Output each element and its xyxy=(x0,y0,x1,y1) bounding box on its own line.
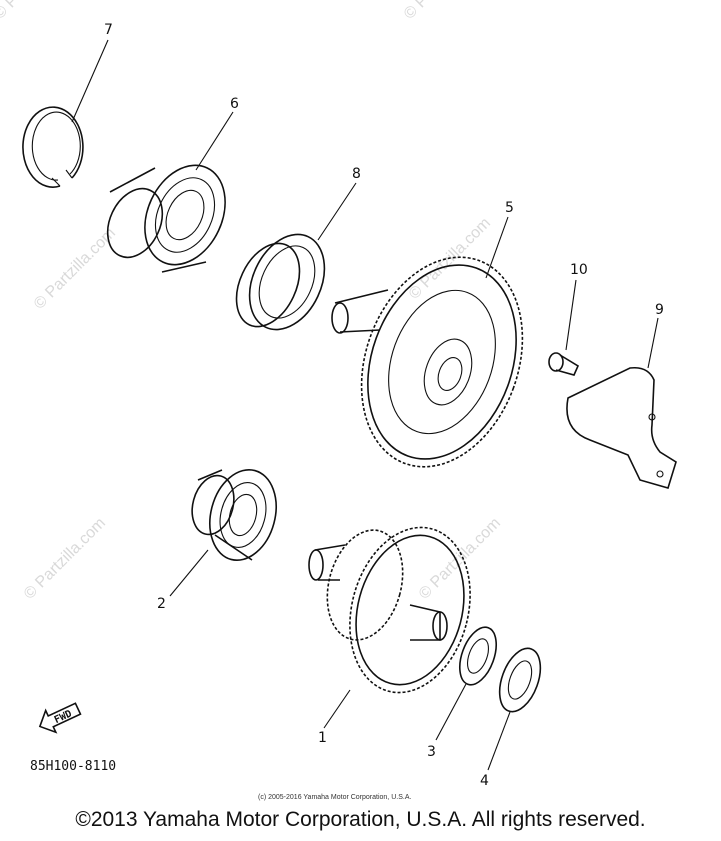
callout-2: 2 xyxy=(157,596,166,612)
watermark-4: © Partzilla.com xyxy=(416,515,504,603)
copyright-notice: ©2013 Yamaha Motor Corporation, U.S.A. A… xyxy=(75,808,646,831)
callout-10: 10 xyxy=(570,262,588,278)
callout-8: 8 xyxy=(352,166,361,182)
watermark-6: © Partzilla.com xyxy=(401,0,489,23)
part-3-washer xyxy=(458,626,498,686)
small-copyright: (c) 2005-2016 Yamaha Motor Corporation, … xyxy=(258,794,411,801)
watermark-3: © Partzilla.com xyxy=(21,515,109,603)
part-8-seal xyxy=(235,233,326,331)
part-1-gear xyxy=(308,526,471,694)
part-5-large-gear xyxy=(331,256,524,468)
diagram-code: 85H100-8110 xyxy=(30,759,116,774)
callout-6: 6 xyxy=(230,96,239,112)
callout-1: 1 xyxy=(318,730,327,746)
part-10-bolt xyxy=(548,352,580,376)
fwd-label: FWD xyxy=(53,708,74,726)
part-2-bearing xyxy=(191,469,277,561)
part-4-washer xyxy=(498,647,542,713)
part-6-bearing xyxy=(106,164,226,273)
callout-7: 7 xyxy=(104,22,113,38)
fwd-arrow: FWD xyxy=(38,702,82,734)
callout-9: 9 xyxy=(655,302,664,318)
watermarks: © Partzilla.com © Partzilla.com © Partzi… xyxy=(0,0,504,603)
part-7-circlip xyxy=(22,106,84,188)
callout-5: 5 xyxy=(505,200,514,216)
watermark-1: © Partzilla.com xyxy=(31,225,119,313)
leader-lines xyxy=(71,39,659,771)
callout-4: 4 xyxy=(480,773,489,789)
callout-3: 3 xyxy=(427,744,436,760)
callout-labels: 7 6 8 5 10 9 2 1 3 4 xyxy=(104,22,664,789)
part-9-bracket xyxy=(566,366,677,489)
watermark-5: © Partzilla.com xyxy=(0,0,79,23)
